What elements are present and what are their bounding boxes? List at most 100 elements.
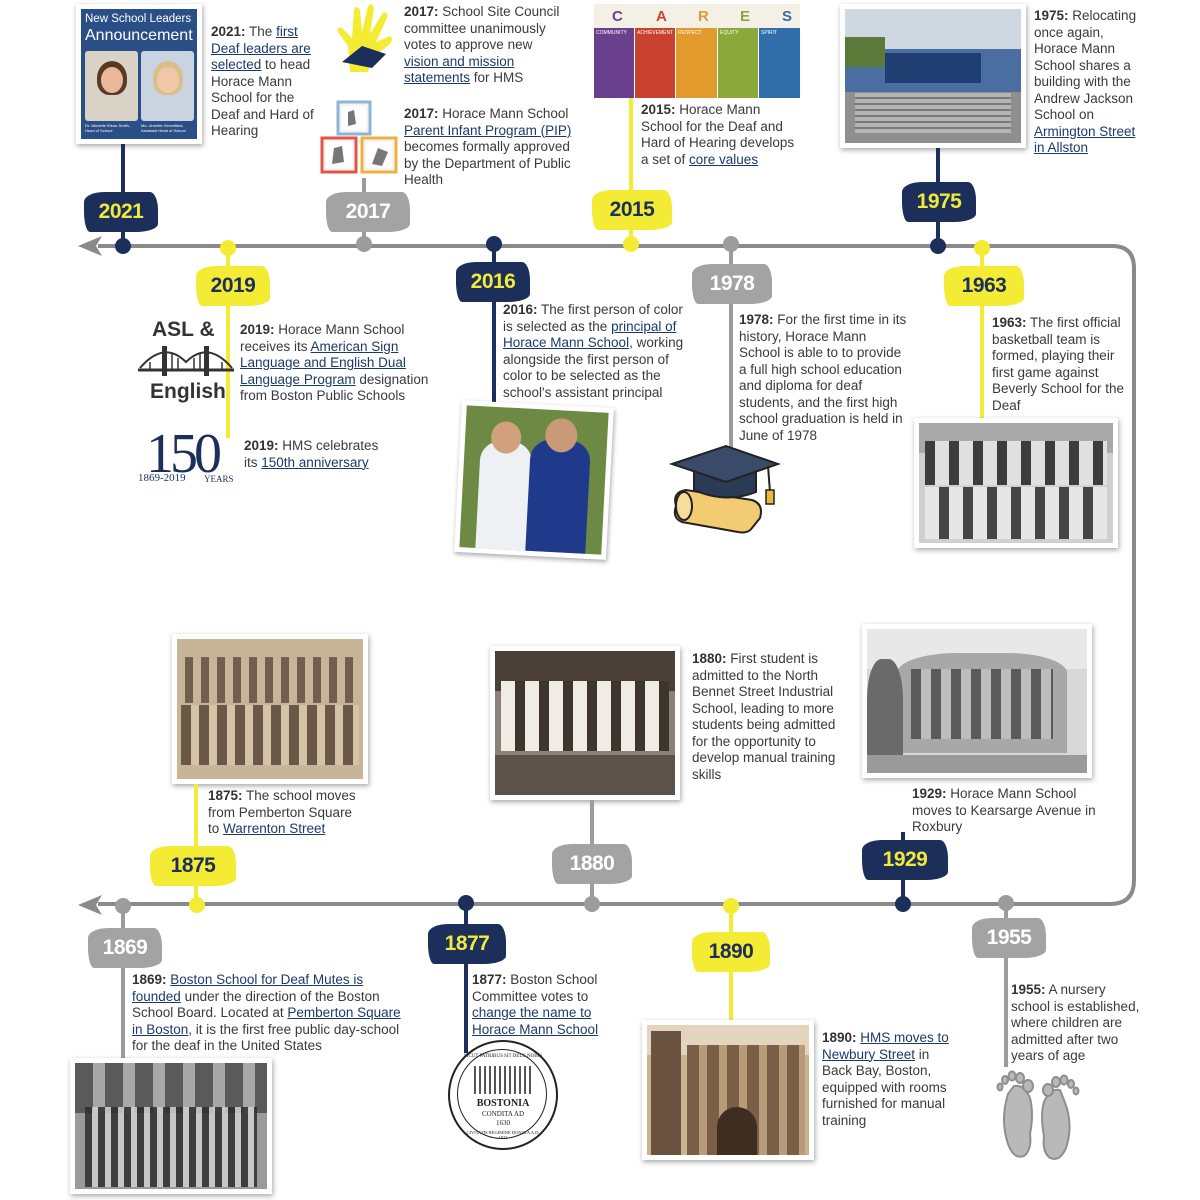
warrenton-class-photo — [172, 634, 368, 784]
seal-motto-bottom: CIVITATIS REGIMINE DONATA A.D. 1822 — [466, 1130, 540, 1140]
stem-1963 — [980, 248, 984, 420]
event-2017-vision: 2017: School Site Council committee unan… — [404, 4, 560, 86]
year-badge-1877: 1877 — [428, 924, 506, 964]
seal-year: 1630 — [496, 1119, 510, 1127]
seal-motto-top: SICUT PATRIBUS SIT DEUS NOBIS — [464, 1054, 542, 1059]
link-150th-anniversary[interactable]: 150th anniversary — [261, 454, 369, 470]
event-1955: 1955: A nursery school is established, w… — [1011, 982, 1140, 1063]
cares-col-equity: EQUITY — [720, 30, 739, 36]
cares-col-achievement: ACHIEVEMENT — [637, 30, 674, 36]
year-badge-2019: 2019 — [196, 266, 270, 306]
cares-letter-e: E — [740, 8, 751, 25]
year-badge-1975: 1975 — [902, 182, 976, 222]
dot-1875 — [189, 897, 205, 913]
event-2016: 2016: The first person of color is selec… — [503, 302, 684, 400]
event-1880: 1880: First student is admitted to the N… — [692, 651, 836, 782]
stem-1869 — [121, 906, 125, 1060]
event-2019-asl: 2019: Horace Mann School receives its Am… — [240, 322, 429, 403]
year-badge-1955: 1955 — [972, 918, 1046, 958]
seal-name: BOSTONIA — [476, 1098, 530, 1109]
event-1975: 1975: Relocating once again, Horace Mann… — [1034, 8, 1137, 156]
arrow-left-bottom-icon — [78, 895, 102, 915]
link-armington-street[interactable]: Armington Street in Allston — [1034, 123, 1136, 156]
stem-1875 — [194, 784, 198, 904]
bridge-icon — [138, 346, 234, 376]
year-badge-1869: 1869 — [88, 928, 162, 968]
event-2015: 2015: Horace Mann School for the Deaf an… — [641, 102, 795, 167]
arrow-left-top-icon — [78, 236, 102, 256]
dot-2017 — [356, 236, 372, 252]
link-pemberton-square[interactable]: Pemberton Square in Boston — [132, 1005, 401, 1037]
announcement-title-line2: Announcement — [85, 27, 193, 44]
event-1877: 1877: Boston School Committee votes to c… — [472, 972, 599, 1037]
asl-logo-bottom: English — [150, 380, 226, 403]
event-1869: 1869: Boston School for Deaf Mutes is fo… — [132, 972, 401, 1053]
link-first-deaf-leaders[interactable]: first Deaf leaders are selected — [211, 24, 311, 72]
link-change-name[interactable]: change the name to Horace Mann School — [472, 1005, 599, 1037]
year-badge-2016: 2016 — [456, 262, 530, 302]
link-warrenton-street[interactable]: Warrenton Street — [223, 821, 326, 836]
dot-1929 — [895, 896, 911, 912]
cares-col-community: COMMUNITY — [596, 30, 627, 36]
link-core-values[interactable]: core values — [689, 151, 759, 167]
event-1875: 1875: The school moves from Pemberton Sq… — [208, 788, 356, 836]
asl-logo-top: ASL & — [152, 318, 215, 341]
asl-english-logo: ASL & English — [138, 316, 234, 408]
kearsarge-building-photo — [862, 624, 1092, 778]
stem-1955 — [1004, 903, 1008, 1067]
anniversary-number: 150 — [146, 423, 222, 485]
anniversary-word: YEARS — [204, 474, 234, 484]
founding-class-photo — [70, 1058, 272, 1194]
cares-col-respect: RESPECT — [678, 30, 702, 36]
year-badge-1890: 1890 — [692, 932, 770, 972]
year-badge-2015: 2015 — [592, 190, 672, 230]
year-badge-1875: 1875 — [150, 846, 236, 886]
year-badge-1978: 1978 — [692, 264, 772, 304]
stem-2019 — [226, 248, 230, 438]
announcement-title-line1: New School Leaders — [85, 13, 192, 25]
footprints-icon — [996, 1070, 1080, 1160]
anniversary-range: 1869-2019 — [138, 472, 186, 484]
sign-hand-icon — [337, 4, 392, 72]
dot-2021 — [115, 238, 131, 254]
link-newbury-street[interactable]: HMS moves to Newbury Street — [822, 1030, 949, 1062]
dot-2015 — [623, 236, 639, 252]
dot-1975 — [930, 238, 946, 254]
event-1890: 1890: HMS moves to Newbury Street in Bac… — [822, 1030, 949, 1128]
stem-1877 — [464, 903, 468, 1053]
announcement-caption-2: Ms. Jennifer Greenfield, Assistant Head … — [141, 123, 186, 133]
link-boston-school-deaf-mutes[interactable]: Boston School for Deaf Mutes is founded — [132, 972, 364, 1004]
event-1963: 1963: The first official basketball team… — [992, 315, 1125, 413]
industrial-school-photo — [490, 646, 680, 800]
announcement-image: New School Leaders Announcement Dr. Mich… — [76, 4, 202, 144]
link-vision-mission[interactable]: vision and mission statements — [404, 53, 515, 86]
announcement-caption-1: Dr. Michelle Eleon-Smith, Head of School — [85, 123, 130, 133]
newbury-street-photo — [642, 1020, 814, 1160]
event-2017-pip: 2017: Horace Mann School Parent Infant P… — [404, 106, 572, 187]
cares-col-spirit: SPIRIT — [761, 30, 778, 36]
seal-sub: CONDITA AD — [481, 1110, 525, 1118]
cares-letter-r: R — [698, 8, 709, 25]
graduation-cap-diploma-icon — [668, 444, 782, 534]
stem-2015 — [629, 98, 633, 246]
event-1929: 1929: Horace Mann School moves to Kearsa… — [912, 786, 1096, 834]
year-badge-2021: 2021 — [84, 192, 158, 232]
year-badge-2017: 2017 — [326, 192, 410, 232]
link-principal[interactable]: principal of Horace Mann School — [503, 318, 677, 351]
year-badge-1880: 1880 — [552, 844, 632, 884]
year-badge-1963: 1963 — [944, 266, 1024, 306]
cares-letter-a: A — [656, 8, 667, 25]
stem-1978 — [729, 244, 733, 454]
cares-values-image: C A R E S COMMUNITY ACHIEVEMENT RESPECT … — [594, 4, 800, 98]
link-parent-infant-program[interactable]: Parent Infant Program (PIP) — [404, 122, 572, 138]
event-2021: 2021: The first Deaf leaders are selecte… — [211, 24, 314, 138]
anniversary-150-logo: 150 1869-2019 YEARS — [138, 422, 248, 502]
boston-city-seal: SICUT PATRIBUS SIT DEUS NOBIS BOSTONIA C… — [448, 1040, 558, 1150]
armington-building-photo — [840, 4, 1026, 148]
cares-letter-c: C — [612, 8, 623, 25]
link-asl-dual-language[interactable]: American Sign Language and English Dual … — [240, 338, 406, 387]
dot-1880 — [584, 896, 600, 912]
event-1978: 1978: For the first time in its history,… — [739, 312, 907, 443]
cares-letter-s: S — [782, 8, 793, 25]
